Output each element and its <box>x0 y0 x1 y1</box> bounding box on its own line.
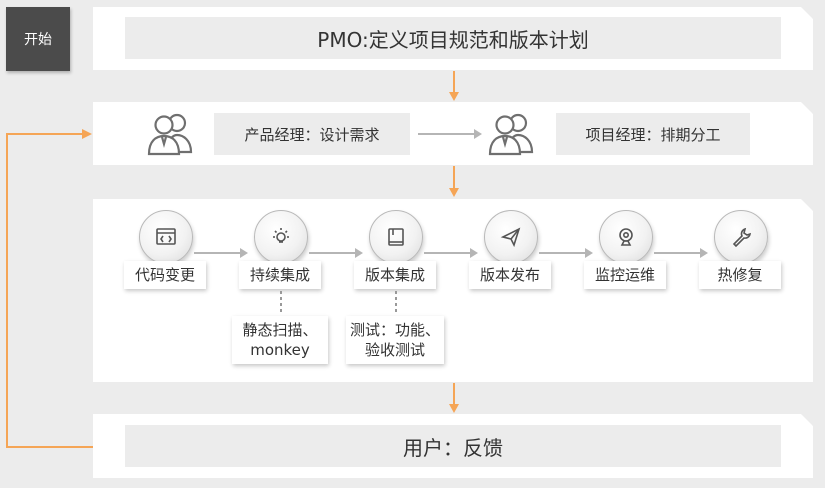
start-node: 开始 <box>6 7 70 71</box>
dashed-connector <box>394 291 398 319</box>
integration-note-line1: 测试：功能、 <box>349 321 440 339</box>
ci-note-line2: monkey <box>250 341 310 359</box>
feedback-loop-arrow <box>0 0 100 464</box>
role-arrow <box>418 126 482 146</box>
wrench-icon <box>714 210 768 264</box>
product-manager-people-icon <box>145 110 197 156</box>
pipeline-step-code-change: 代码变更 <box>124 261 206 289</box>
pipeline-arrow <box>424 245 478 264</box>
code-window-icon <box>139 210 193 264</box>
product-manager-label: 产品经理：设计需求 <box>214 113 410 155</box>
paper-plane-icon <box>484 210 538 264</box>
flow-arrow-down <box>448 71 460 106</box>
webcam-icon <box>599 210 653 264</box>
flow-arrow-down <box>448 383 460 418</box>
flow-arrow-down <box>448 166 460 202</box>
pipeline-step-hotfix: 热修复 <box>699 261 781 289</box>
pipeline-arrow <box>539 245 593 264</box>
integration-note: 测试：功能、 验收测试 <box>346 316 444 364</box>
ci-note-line1: 静态扫描、 <box>242 321 318 339</box>
feedback-stage-label: 用户：反馈 <box>125 425 781 467</box>
pipeline-step-release: 版本发布 <box>469 261 551 289</box>
pmo-stage-label: PMO:定义项目规范和版本计划 <box>125 17 781 59</box>
pipeline-arrow <box>309 245 363 264</box>
lightbulb-icon <box>254 210 308 264</box>
pipeline-stage-panel <box>93 199 813 382</box>
pipeline-step-ci: 持续集成 <box>239 261 321 289</box>
dashed-connector <box>279 291 283 319</box>
project-manager-people-icon <box>486 110 538 156</box>
pipeline-step-version-integration: 版本集成 <box>354 261 436 289</box>
integration-note-line2: 验收测试 <box>364 341 425 359</box>
pipeline-arrow <box>654 245 708 264</box>
pipeline-step-monitoring: 监控运维 <box>584 261 666 289</box>
project-manager-label: 项目经理：排期分工 <box>556 113 750 155</box>
pipeline-arrow <box>194 245 248 264</box>
book-icon <box>369 210 423 264</box>
ci-note: 静态扫描、 monkey <box>232 316 328 364</box>
